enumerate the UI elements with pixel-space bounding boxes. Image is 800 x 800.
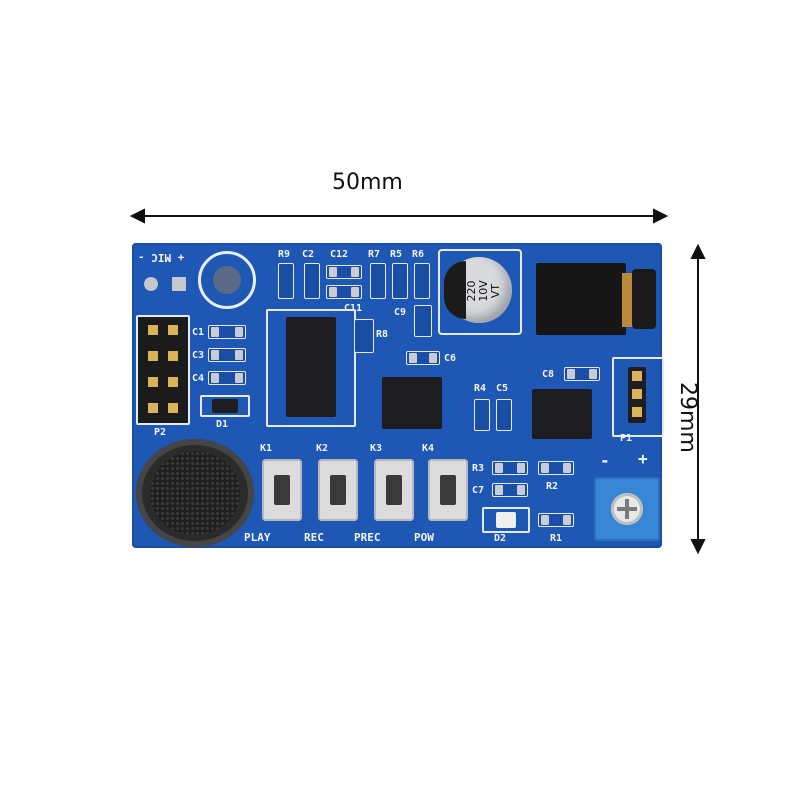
c1-component [208,325,246,339]
c3-label: C3 [192,350,205,361]
c12-component [326,265,362,279]
amplifier-ic [518,389,606,441]
cap-text-series: VT [489,283,502,299]
c3-component [208,348,246,362]
volume-potentiometer[interactable] [594,477,660,541]
width-dimension-label: 50mm [332,170,403,195]
r7-label: R7 [368,249,381,260]
audio-ic-main [266,309,356,427]
audio-jack [532,249,660,339]
r5-label: R5 [390,249,403,260]
c1-label: C1 [192,327,205,338]
c12b-component [326,285,362,299]
r9-component [278,263,294,299]
prec-label: PREC [354,531,381,544]
mounting-hole [198,251,256,309]
c11-label: C11 [344,303,363,314]
r7-component [370,263,386,299]
electrolytic-capacitor: 220 10V VT [438,249,522,335]
pin-header-p2 [136,315,190,425]
d2-label: D2 [494,533,507,544]
r4-label: R4 [474,383,487,394]
r5-component [392,263,408,299]
r3-label: R3 [472,463,485,474]
c7-component [492,483,528,497]
flash-memory-ic [364,377,460,429]
c6-label: C6 [444,353,457,364]
pin-header-p1 [612,357,664,437]
pot-minus-label: - [600,451,610,470]
mic-pad-plus [144,277,158,291]
prec-button[interactable] [374,459,414,521]
c5-component [496,399,512,431]
c6-component [406,351,440,365]
c8-component [564,367,600,381]
c7-label: C7 [472,485,485,496]
r2-label: R2 [546,481,559,492]
c2-label: C2 [302,249,315,260]
rec-button[interactable] [318,459,358,521]
electret-microphone [136,439,254,547]
mic-pad-minus [172,277,186,291]
r1-label: R1 [550,533,563,544]
mic-label: + MIC - [138,251,185,264]
c4-component [208,371,246,385]
led-d2 [482,507,530,533]
height-dimension-label: 29mm [675,382,700,453]
k3-label: K3 [370,443,383,454]
rec-label: REC [304,531,324,544]
play-button[interactable] [262,459,302,521]
c5-label: C5 [496,383,509,394]
voice-recorder-module-board: + MIC - P2 C1 C3 C4 D1 R9 C2 C12 R7 R5 R… [132,243,664,548]
p1-label: P1 [620,433,633,444]
c9-component [414,305,432,337]
r3-component [492,461,528,475]
k2-label: K2 [316,443,329,454]
k4-label: K4 [422,443,435,454]
r4-component [474,399,490,431]
p2-label: P2 [154,427,167,438]
diode-d1 [200,395,250,417]
r2-component [538,461,574,475]
c12-label: C12 [330,249,349,260]
d1-label: D1 [216,419,229,430]
r6-component [414,263,430,299]
play-label: PLAY [244,531,271,544]
r8-label: R8 [376,329,389,340]
c11-component [354,319,374,353]
c4-label: C4 [192,373,205,384]
r6-label: R6 [412,249,425,260]
pow-label: POW [414,531,434,544]
r1-component [538,513,574,527]
pow-button[interactable] [428,459,468,521]
pot-plus-label: + [638,449,648,468]
c2-component [304,263,320,299]
k1-label: K1 [260,443,273,454]
c8-label: C8 [542,369,555,380]
r9-label: R9 [278,249,291,260]
c9-label: C9 [394,307,407,318]
